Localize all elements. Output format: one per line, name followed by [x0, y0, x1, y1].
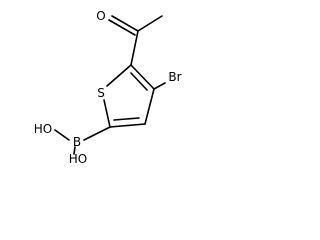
chemical-structure: O S Br B HO HO — [34, 9, 182, 166]
atom-hydroxyl-upper: HO — [34, 122, 52, 136]
atom-bromine: Br — [168, 70, 181, 84]
bond-ring-boron — [83, 126, 111, 141]
bond-ring-s-c2 — [103, 99, 111, 128]
bond-ring-c5-c4 — [130, 64, 155, 90]
atom-oxygen-ketone: O — [96, 9, 105, 23]
bond-ring-bromine — [153, 82, 166, 90]
bond-carbonyl-double-a — [111, 15, 139, 32]
atom-boron: B — [73, 135, 81, 149]
bond-ring-c4-c3 — [144, 88, 155, 125]
bond-boron-hydroxyl-upper — [54, 129, 70, 141]
bond-ring-c3-c2 — [109, 123, 146, 128]
bond-boron-hydroxyl-lower — [73, 146, 76, 155]
bond-carbonyl-double-b — [108, 19, 136, 36]
atom-sulfur: S — [97, 86, 105, 100]
bond-ring-c5-s — [106, 64, 132, 87]
atom-hydroxyl-lower: HO — [69, 152, 87, 166]
bond-carbonyl-methyl — [137, 15, 163, 32]
bond-ring-c3-c2-inner — [113, 117, 140, 121]
bond-ring-c5-c4-inner — [130, 72, 148, 91]
bond-carbonyl-ring — [130, 30, 139, 66]
